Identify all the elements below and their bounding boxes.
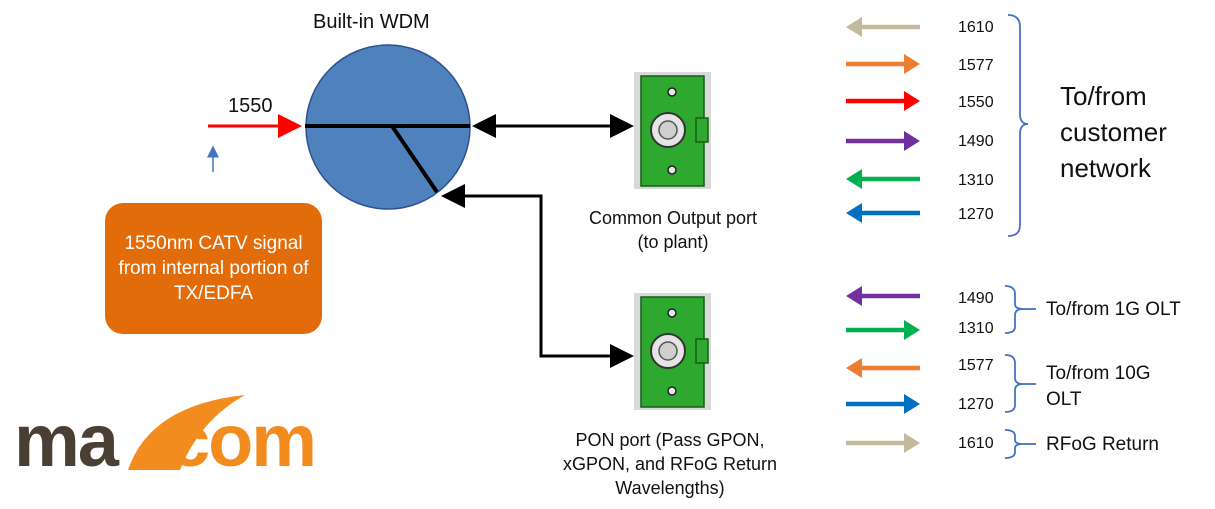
- wl-label-1310: 1310: [958, 172, 994, 189]
- olt-arrow-0-1490: [846, 286, 920, 306]
- rfog-label: RFoG Return: [1046, 434, 1159, 455]
- olt1g-bracket: [1004, 285, 1024, 334]
- customer-arrow-1490: [846, 131, 920, 151]
- customer-arrow-1577: [846, 54, 920, 74]
- customer-arrow-1310: [846, 169, 920, 189]
- customer-arrow-1610: [846, 17, 920, 37]
- olt10g-bracket: [1004, 354, 1024, 413]
- customer-arrow-1270: [846, 203, 920, 223]
- wavelength-arrows: [846, 17, 920, 453]
- wl-label-1610: 1610: [958, 19, 994, 36]
- customer-group-label: To/from customer network: [1060, 81, 1167, 183]
- customer-bracket: [1007, 14, 1029, 237]
- common-port-connector: [634, 72, 711, 189]
- logo-swoosh: [128, 395, 245, 470]
- olt10g-wl-1577: 1577: [958, 357, 994, 374]
- rfog-bracket: [1004, 429, 1024, 459]
- pon-port-label: PON port (Pass GPON, xGPON, and RFoG Ret…: [562, 430, 778, 498]
- wdm-title: Built-in WDM: [313, 11, 430, 33]
- wl-label-1490: 1490: [958, 133, 994, 150]
- olt-arrow-2-1610: [846, 433, 920, 453]
- input-wavelength-label: 1550: [228, 95, 273, 117]
- wl-label-1270: 1270: [958, 206, 994, 223]
- rfog-wl-1610: 1610: [958, 435, 994, 452]
- common-port-label: Common Output port (to plant): [588, 208, 758, 252]
- olt-arrow-0-1310: [846, 320, 920, 340]
- olt1g-wl-1490: 1490: [958, 290, 994, 307]
- olt1g-label: To/from 1G OLT: [1046, 299, 1181, 320]
- pon-port-link: [441, 184, 634, 368]
- olt-arrow-1-1270: [846, 394, 920, 414]
- wdm-branch-path: [390, 124, 439, 194]
- olt1g-wl-1310: 1310: [958, 320, 994, 337]
- wl-label-1550: 1550: [958, 94, 994, 111]
- olt10g-label: To/from 10G OLT: [1046, 363, 1151, 410]
- wl-label-1577: 1577: [958, 57, 994, 74]
- source-box: 1550nm CATV signal from internal portion…: [105, 203, 322, 334]
- olt-arrow-1-1577: [846, 358, 920, 378]
- customer-arrow-1550: [846, 91, 920, 111]
- olt10g-wl-1270: 1270: [958, 396, 994, 413]
- pon-port-connector: [634, 293, 711, 410]
